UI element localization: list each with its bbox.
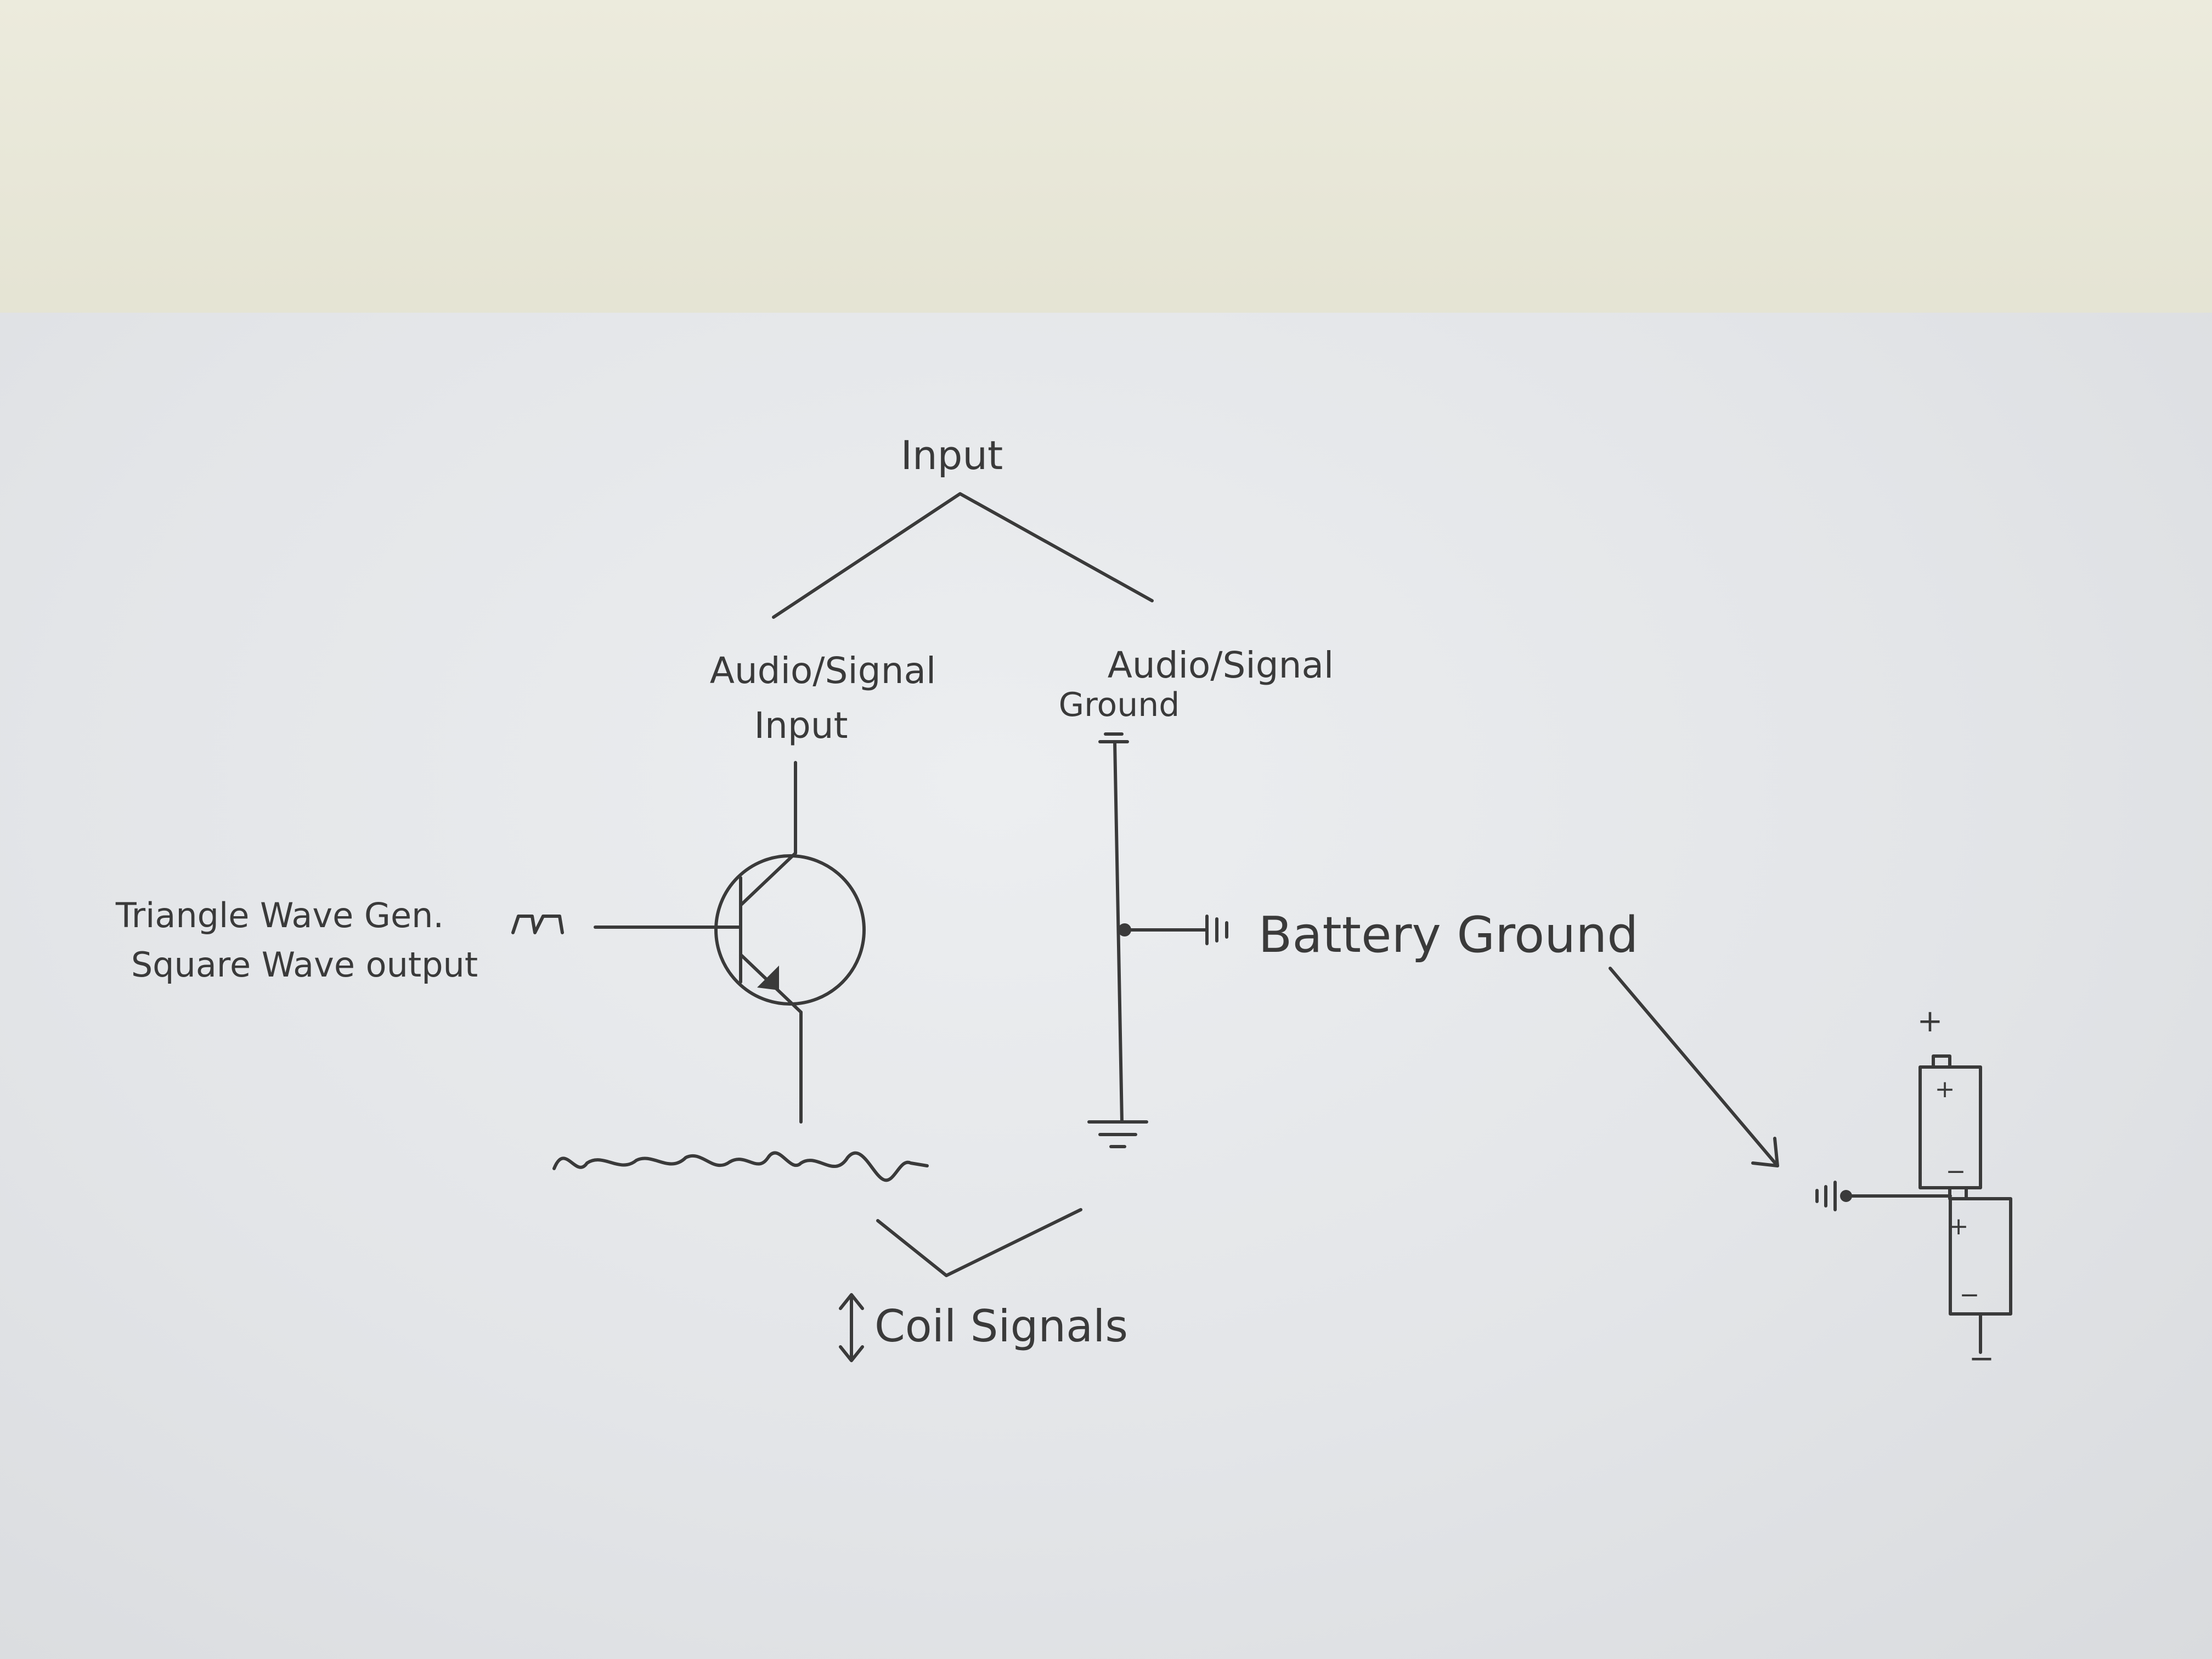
input-bracket	[772, 492, 1154, 619]
battery-minus-bottom: −	[1969, 1341, 1995, 1376]
cell2-plus: +	[1949, 1212, 1969, 1240]
audio-signal-ground-label: Audio/Signal	[1108, 644, 1334, 686]
audio-signal-ground-label-2: Ground	[1059, 686, 1180, 724]
updown-arrow-icon	[839, 1293, 864, 1362]
pointer-arrow-icon	[1609, 967, 1779, 1167]
cell1-plus: +	[1935, 1075, 1955, 1103]
npn-transistor	[594, 761, 866, 1124]
battery-ground-label: Battery Ground	[1259, 906, 1639, 964]
square-wave-output-label: Square Wave output	[131, 945, 478, 985]
input-title: Input	[901, 432, 1003, 478]
audio-signal-input-label-2: Input	[754, 704, 848, 747]
cell2-minus: −	[1960, 1281, 1980, 1309]
audio-signal-input-label: Audio/Signal	[710, 650, 936, 692]
square-wave-icon	[511, 915, 564, 934]
background-wall	[0, 0, 2212, 340]
coil-bracket	[876, 1208, 1082, 1277]
cell1-minus: −	[1946, 1158, 1966, 1186]
triangle-wave-gen-label: Triangle Wave Gen.	[115, 895, 444, 935]
battery-stack: + + − + − −	[1815, 1003, 2012, 1376]
coil-squiggle	[552, 1151, 929, 1182]
ground-rail	[1087, 732, 1228, 1148]
emitter-arrow	[757, 966, 779, 990]
paper-sheet	[0, 313, 2212, 1659]
battery-plus-top: +	[1917, 1003, 1943, 1039]
coil-signals-label: Coil Signals	[874, 1301, 1128, 1352]
